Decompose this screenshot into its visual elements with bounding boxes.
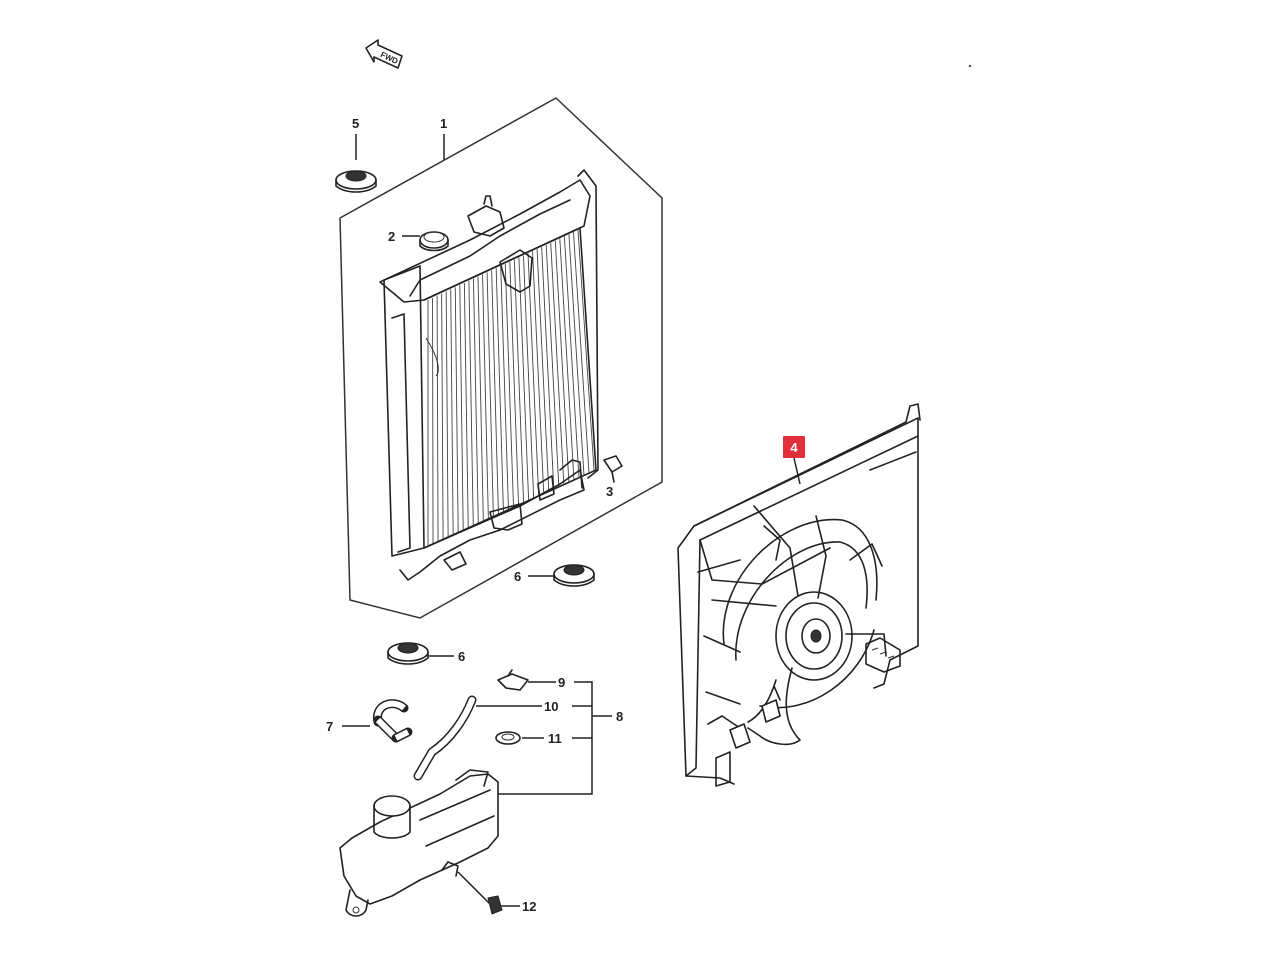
- radiator-fin: [450, 289, 454, 535]
- hose-clamp-drawing: [495, 731, 521, 745]
- radiator-fin: [545, 244, 560, 487]
- radiator-fin: [559, 238, 575, 480]
- radiator-fin: [500, 266, 509, 510]
- callout-5: 5: [352, 116, 359, 131]
- callout-7: 7: [326, 719, 333, 734]
- radiator-fin: [554, 240, 570, 482]
- callout-8: 8: [616, 709, 623, 724]
- callout-1: 1: [440, 116, 447, 131]
- upper-mount-cushion-drawing: [335, 170, 377, 193]
- callout-9: 9: [558, 675, 565, 690]
- fan-shroud-drawing: [677, 403, 921, 787]
- radiator-cap-drawing: [419, 231, 449, 252]
- radiator-fin: [509, 261, 519, 505]
- lower-mount-cushion-right-drawing: [553, 564, 595, 587]
- radiator-fin: [436, 295, 439, 542]
- callout-12: 12: [522, 899, 536, 914]
- callout-10: 10: [544, 699, 558, 714]
- radiator-fin: [518, 257, 530, 500]
- forward-arrow-icon: FWD: [365, 39, 403, 69]
- radiator-fin: [486, 272, 494, 517]
- radiator-fin: [541, 246, 555, 489]
- reservoir-hose-drawing: [413, 695, 477, 781]
- radiator-fin: [568, 234, 585, 475]
- radiator-fin: [491, 270, 499, 514]
- radiator-fin: [495, 268, 504, 512]
- drain-plug-drawing: [603, 455, 623, 483]
- callout-2: 2: [388, 229, 395, 244]
- radiator-fin: [513, 259, 525, 503]
- callout-6a: 6: [514, 569, 521, 584]
- radiator-fin: [459, 285, 464, 530]
- lower-mount-cushion-left-drawing: [387, 642, 429, 665]
- radiator-fin: [532, 251, 545, 494]
- radiator-fin: [550, 242, 565, 484]
- radiator-fin: [463, 283, 469, 528]
- radiator-fin: [573, 232, 590, 473]
- radiator-fin: [482, 274, 489, 519]
- reservoir-bolt-drawing: [457, 871, 503, 915]
- radiator-fin: [563, 236, 580, 477]
- hose-clip-drawing: [497, 669, 529, 691]
- callout-4: 4: [790, 440, 798, 455]
- radiator-fin: [527, 253, 540, 496]
- callout-4-highlight[interactable]: 4: [783, 436, 805, 458]
- reservoir-tank-drawing: [339, 769, 499, 917]
- callout-3: 3: [606, 484, 613, 499]
- callout-6b: 6: [458, 649, 465, 664]
- radiator-drawing: [379, 169, 599, 581]
- radiator-boundary-frame: [339, 97, 663, 619]
- radiator-fin: [523, 255, 535, 498]
- radiator-fin: [477, 276, 484, 521]
- callout-11: 11: [548, 731, 562, 746]
- radiator-fin: [454, 287, 459, 533]
- radiator-fin: [577, 229, 595, 471]
- radiator-fin: [536, 249, 550, 491]
- radiator-fin: [504, 263, 514, 507]
- radiator-fin: [468, 280, 474, 526]
- stray-dot: [968, 64, 972, 68]
- radiator-fin: [473, 278, 479, 523]
- radiator-fin: [441, 293, 444, 540]
- radiator-hose-drawing: [372, 699, 413, 743]
- radiator-fin: [445, 291, 449, 537]
